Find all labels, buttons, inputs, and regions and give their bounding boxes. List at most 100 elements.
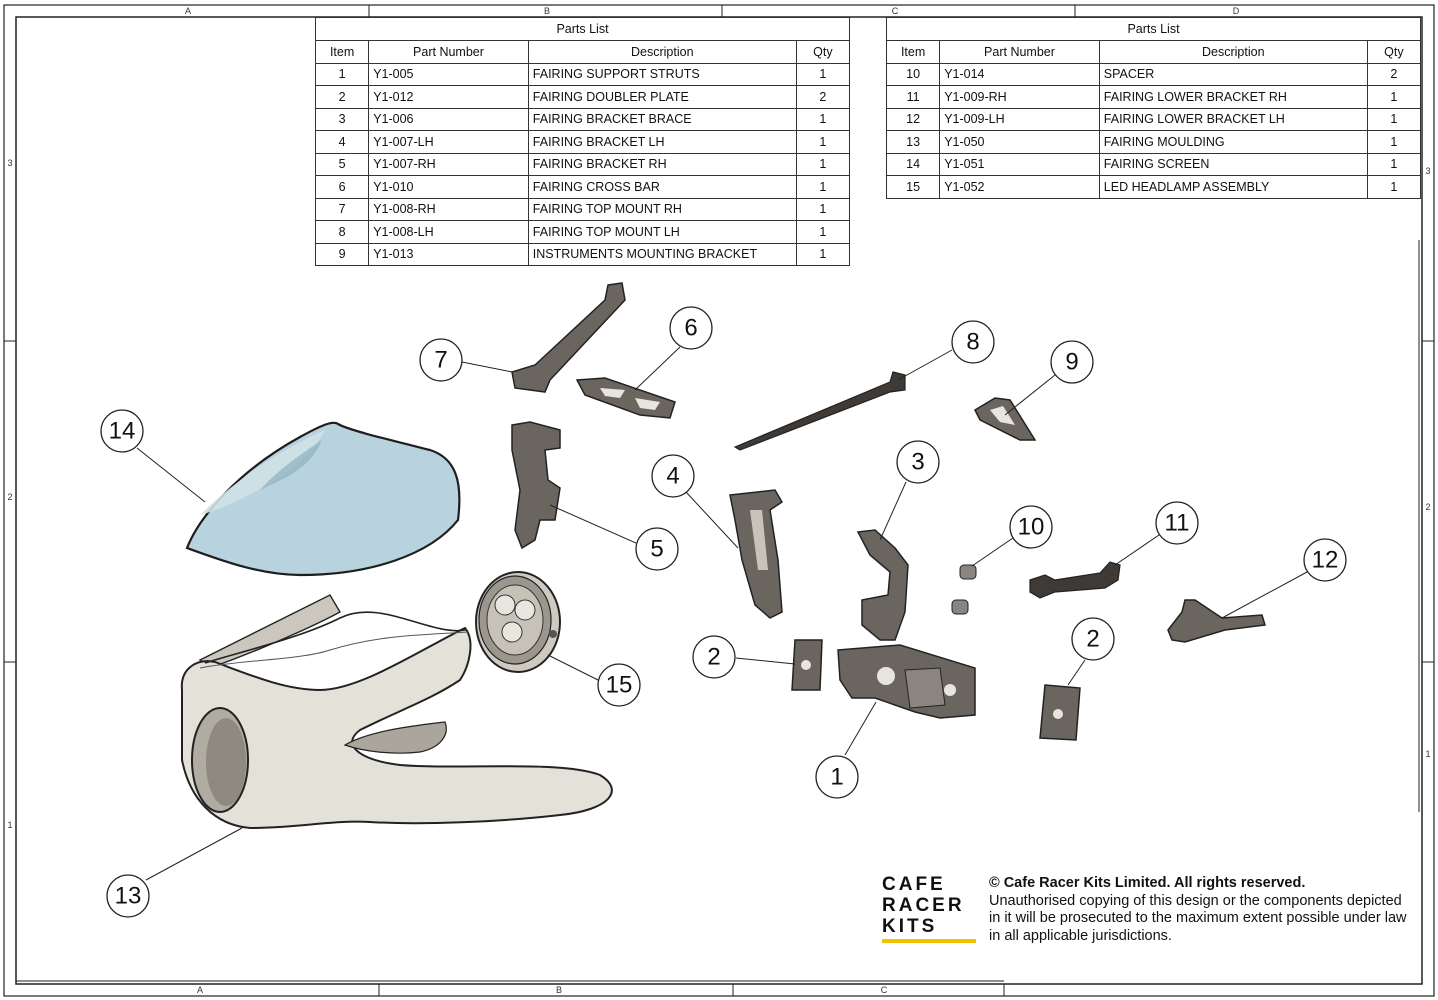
- part-12-lower-bracket-lh: [1167, 599, 1266, 643]
- part-number-cell: Y1-013: [368, 242, 529, 266]
- part-2-doubler-plate-right: [1039, 684, 1081, 741]
- svg-text:8: 8: [966, 329, 979, 356]
- balloon-12: 12: [1303, 538, 1347, 582]
- svg-text:6: 6: [684, 315, 697, 342]
- svg-text:4: 4: [666, 463, 679, 490]
- zone-bottom-c: C: [881, 985, 888, 995]
- col-part-number: Part Number: [939, 40, 1100, 64]
- zone-ticks: [4, 5, 1434, 996]
- item-cell: 3: [314, 107, 370, 131]
- item-cell: 6: [314, 175, 370, 199]
- part-number-cell: Y1-012: [368, 85, 529, 109]
- part-number-cell: Y1-052: [939, 175, 1100, 199]
- svg-text:2: 2: [1086, 626, 1099, 653]
- part-number-cell: Y1-014: [939, 62, 1100, 86]
- leader-lines: [136, 346, 1308, 881]
- svg-text:1: 1: [830, 764, 843, 791]
- parts-list-right-title: Parts List: [886, 17, 1421, 40]
- part-number-cell: Y1-050: [939, 130, 1100, 154]
- col-part-number: Part Number: [368, 40, 529, 64]
- description-cell: FAIRING SUPPORT STRUTS: [527, 62, 797, 86]
- svg-text:10: 10: [1018, 514, 1045, 541]
- svg-text:14: 14: [109, 418, 136, 445]
- zone-right-1: 1: [1425, 749, 1430, 759]
- qty-cell: 1: [1366, 152, 1422, 176]
- description-cell: FAIRING CROSS BAR: [527, 175, 797, 199]
- description-cell: SPACER: [1098, 62, 1368, 86]
- zone-top-b: B: [544, 6, 550, 16]
- part-10-spacers: [951, 564, 977, 615]
- svg-text:9: 9: [1065, 349, 1078, 376]
- part-15-led-headlamp: [475, 571, 561, 673]
- item-cell: 2: [314, 85, 370, 109]
- svg-text:3: 3: [911, 449, 924, 476]
- parts-list-left-title: Parts List: [315, 17, 850, 40]
- description-cell: FAIRING MOULDING: [1098, 130, 1368, 154]
- part-14-fairing-screen: [185, 421, 461, 577]
- part-6-cross-bar: [575, 377, 676, 419]
- part-13-fairing-moulding: [180, 594, 613, 830]
- balloon-11: 11: [1155, 501, 1199, 545]
- description-cell: INSTRUMENTS MOUNTING BRACKET: [527, 242, 797, 266]
- balloon-1: 1: [815, 755, 859, 799]
- qty-cell: 1: [795, 242, 851, 266]
- zone-bottom-a: A: [197, 985, 203, 995]
- item-cell: 1: [314, 62, 370, 86]
- description-cell: FAIRING SCREEN: [1098, 152, 1368, 176]
- description-cell: FAIRING LOWER BRACKET RH: [1098, 85, 1368, 109]
- item-cell: 8: [314, 220, 370, 244]
- svg-text:12: 12: [1312, 547, 1339, 574]
- logo-accent-bar: [882, 939, 976, 943]
- balloon-9: 9: [1050, 340, 1094, 384]
- description-cell: FAIRING TOP MOUNT RH: [527, 197, 797, 221]
- qty-cell: 2: [795, 85, 851, 109]
- part-number-cell: Y1-006: [368, 107, 529, 131]
- copyright-body: Unauthorised copying of this design or t…: [989, 892, 1407, 944]
- item-cell: 13: [885, 130, 941, 154]
- zone-top-a: A: [185, 6, 191, 16]
- balloon-13: 13: [106, 874, 150, 918]
- qty-cell: 1: [795, 220, 851, 244]
- parts-list-left: Parts List Item Part Number Description …: [314, 17, 851, 266]
- qty-cell: 1: [1366, 175, 1422, 199]
- part-number-cell: Y1-007-LH: [368, 130, 529, 154]
- sheet-outer-border: [3, 4, 1435, 997]
- balloon-15: 15: [597, 663, 641, 707]
- balloon-3: 3: [896, 440, 940, 484]
- parts-list-right: Parts List Item Part Number Description …: [885, 17, 1422, 199]
- item-cell: 9: [314, 242, 370, 266]
- col-description: Description: [1098, 40, 1368, 64]
- cafe-racer-kits-logo: CAFE RACER KITS: [882, 874, 978, 943]
- description-cell: FAIRING BRACKET LH: [527, 130, 797, 154]
- col-description: Description: [527, 40, 797, 64]
- copyright-heading: © Cafe Racer Kits Limited. All rights re…: [989, 875, 1306, 891]
- part-number-cell: Y1-008-LH: [368, 220, 529, 244]
- col-qty: Qty: [795, 40, 851, 64]
- balloon-2-right: 2: [1071, 617, 1115, 661]
- qty-cell: 1: [1366, 85, 1422, 109]
- qty-cell: 1: [795, 152, 851, 176]
- description-cell: FAIRING LOWER BRACKET LH: [1098, 107, 1368, 131]
- part-number-cell: Y1-005: [368, 62, 529, 86]
- item-cell: 14: [885, 152, 941, 176]
- balloon-6: 6: [669, 306, 713, 350]
- svg-text:15: 15: [606, 672, 633, 699]
- part-11-lower-bracket-rh: [1029, 561, 1121, 599]
- svg-text:2: 2: [707, 644, 720, 671]
- svg-text:11: 11: [1165, 510, 1190, 537]
- zone-left-3: 3: [7, 158, 12, 168]
- zone-labels: A B C D A B C 3 2 1 3 2 1: [7, 6, 1430, 995]
- part-number-cell: Y1-008-RH: [368, 197, 529, 221]
- qty-cell: 2: [1366, 62, 1422, 86]
- balloon-7: 7: [419, 338, 463, 382]
- col-qty: Qty: [1366, 40, 1422, 64]
- item-cell: 4: [314, 130, 370, 154]
- part-number-cell: Y1-009-LH: [939, 107, 1100, 131]
